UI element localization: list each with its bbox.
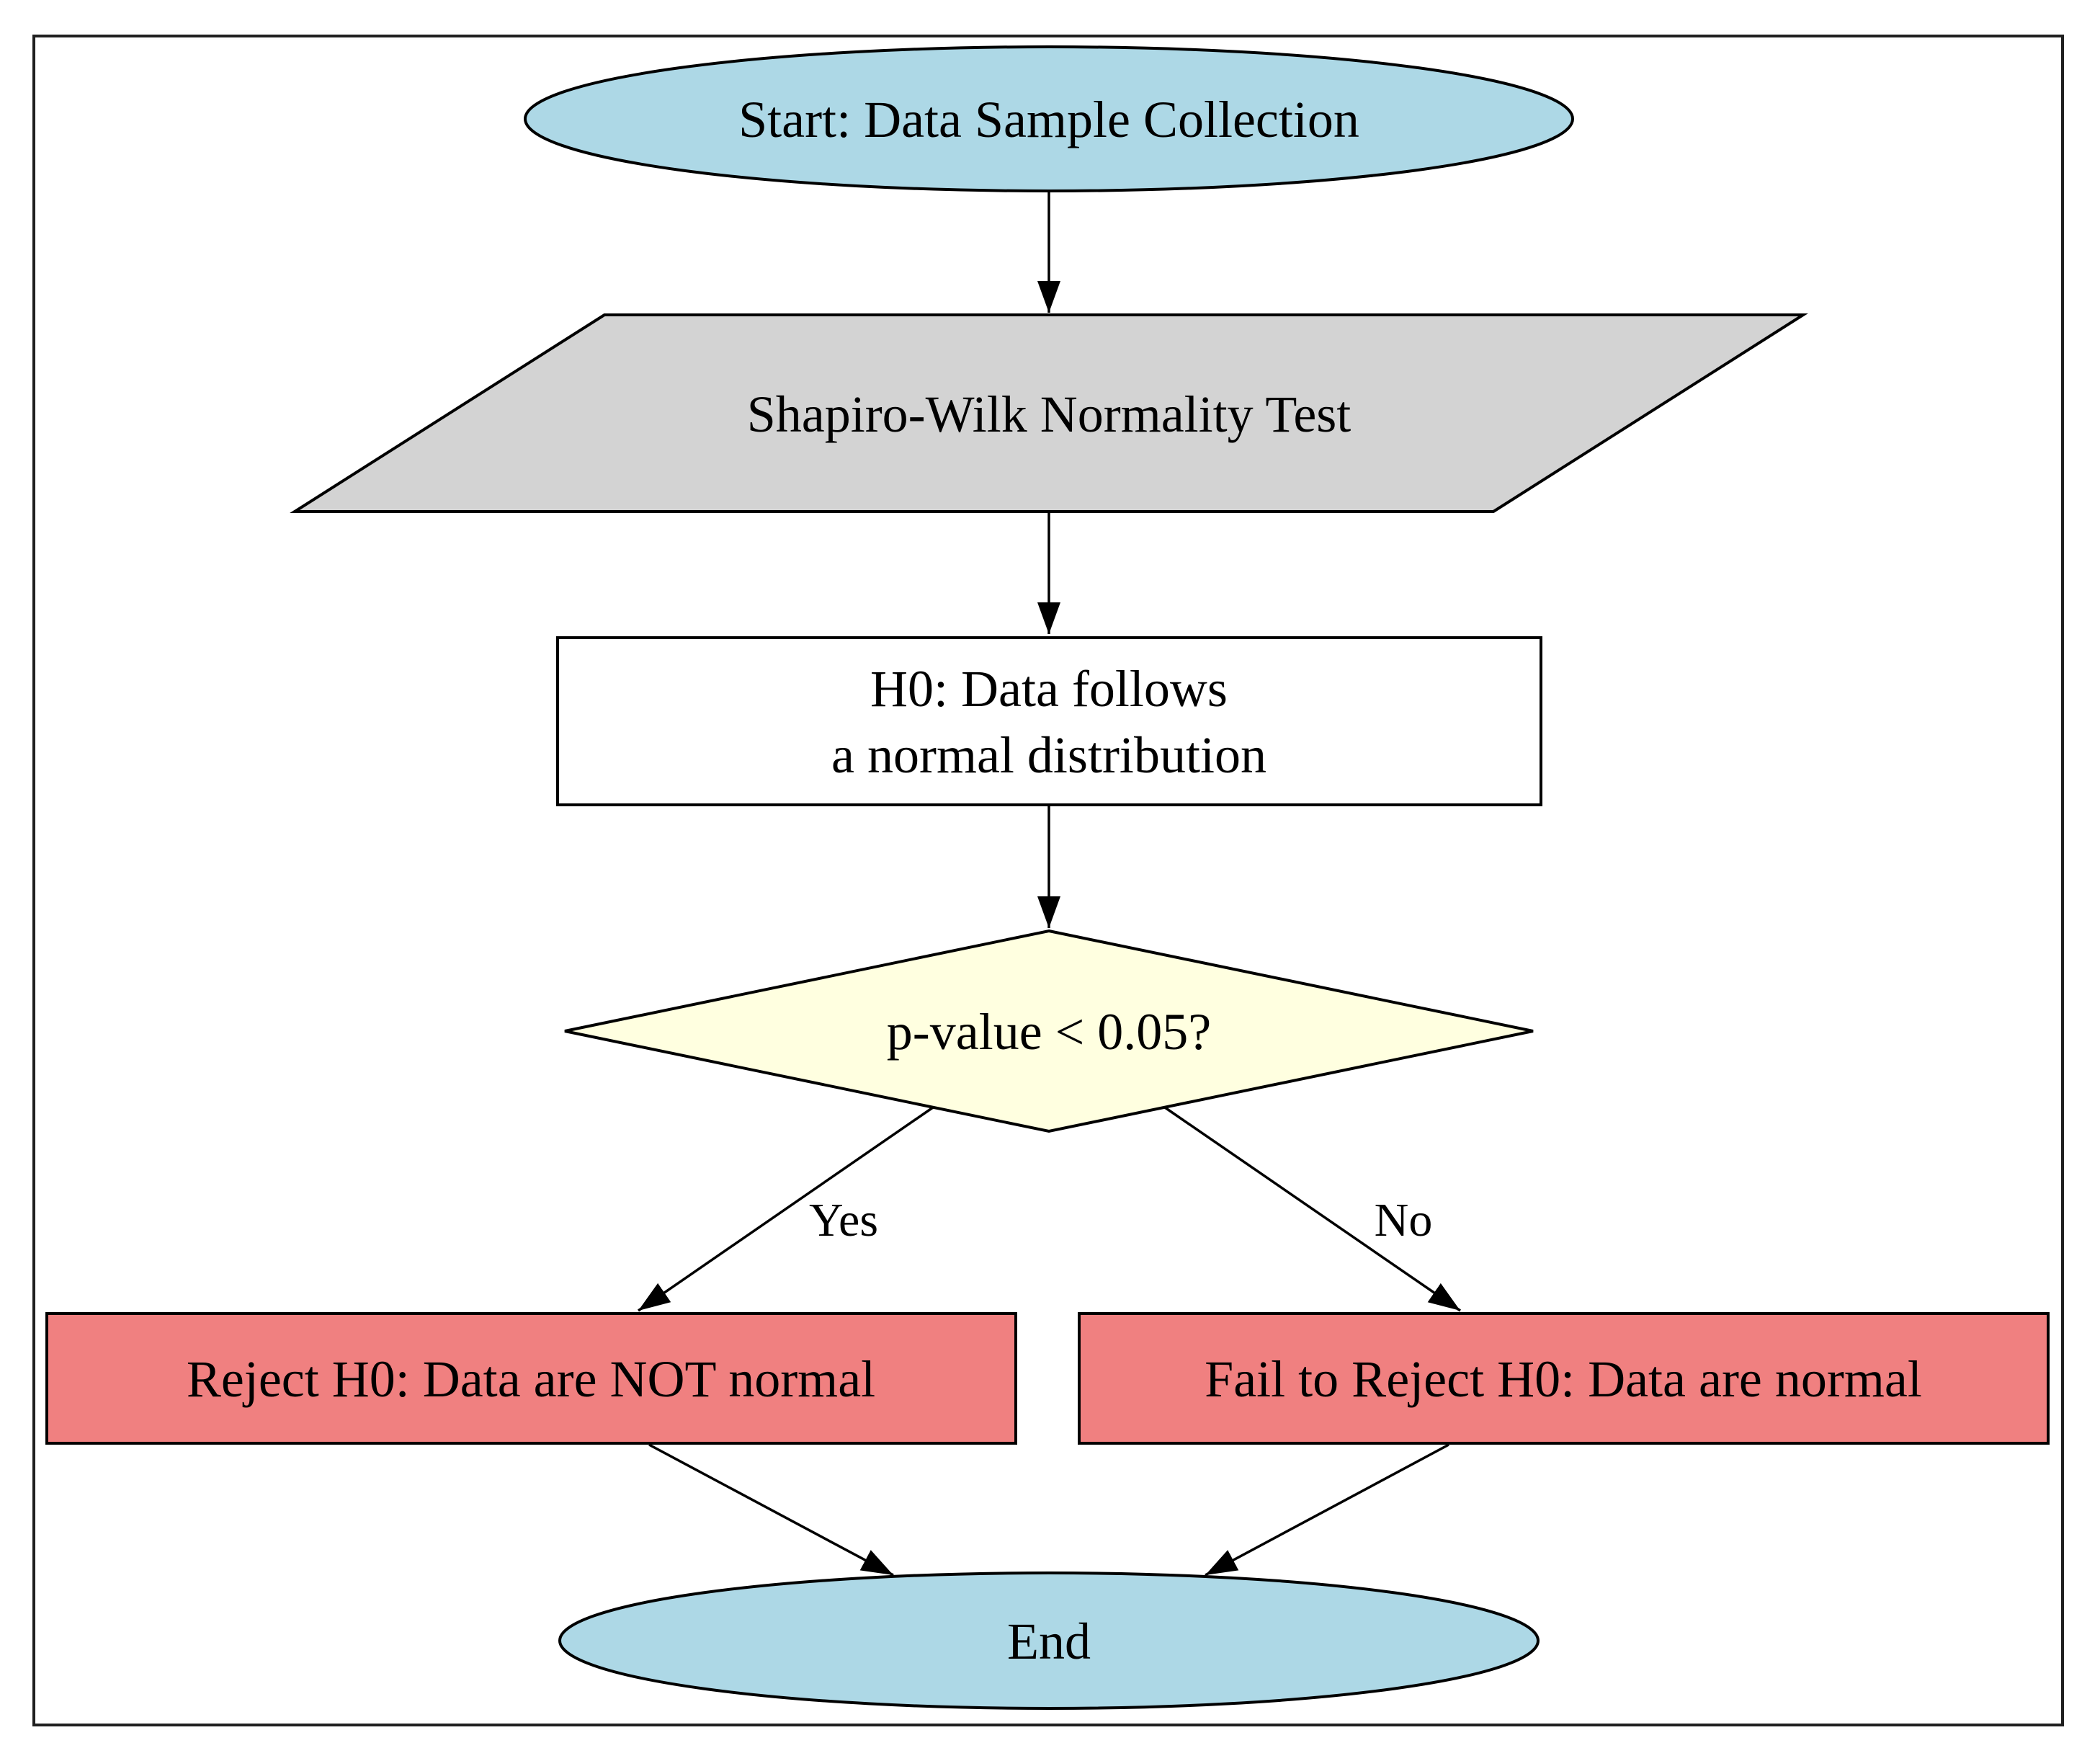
test-parallelogram [290,313,1808,513]
start-label: Start: Data Sample Collection [738,91,1359,148]
edge-decision-yes [638,1106,934,1312]
end-node: End [558,1571,1540,1710]
end-ellipse [558,1571,1540,1710]
hypothesis-node: H0: Data follows a normal distribution [556,636,1542,806]
fail-reject-node: Fail to Reject H0: Data are normal [1078,1312,2050,1445]
test-label: Shapiro-Wilk Normality Test [747,385,1351,443]
decision-label: p-value < 0.05? [887,1003,1211,1061]
edge-fail-to-end [1205,1443,1449,1577]
hypothesis-label-line1: H0: Data follows [870,660,1228,718]
edge-decision-no [1164,1106,1461,1312]
start-ellipse [524,45,1574,192]
edge-label-yes: Yes [809,1194,878,1247]
hypothesis-label-line2: a normal distribution [831,726,1266,784]
test-node: Shapiro-Wilk Normality Test [290,313,1808,513]
reject-rect [45,1312,1017,1445]
reject-node: Reject H0: Data are NOT normal [45,1312,1017,1445]
hypothesis-rect [556,636,1542,806]
reject-label: Reject H0: Data are NOT normal [187,1350,875,1408]
edge-label-no: No [1375,1194,1433,1247]
end-label: End [1007,1613,1091,1670]
decision-diamond [564,929,1534,1133]
edge-reject-to-end [648,1443,894,1577]
start-node: Start: Data Sample Collection [524,45,1574,192]
fail-reject-rect [1078,1312,2050,1445]
fail-reject-label: Fail to Reject H0: Data are normal [1205,1350,1922,1408]
decision-node: p-value < 0.05? [564,929,1534,1133]
